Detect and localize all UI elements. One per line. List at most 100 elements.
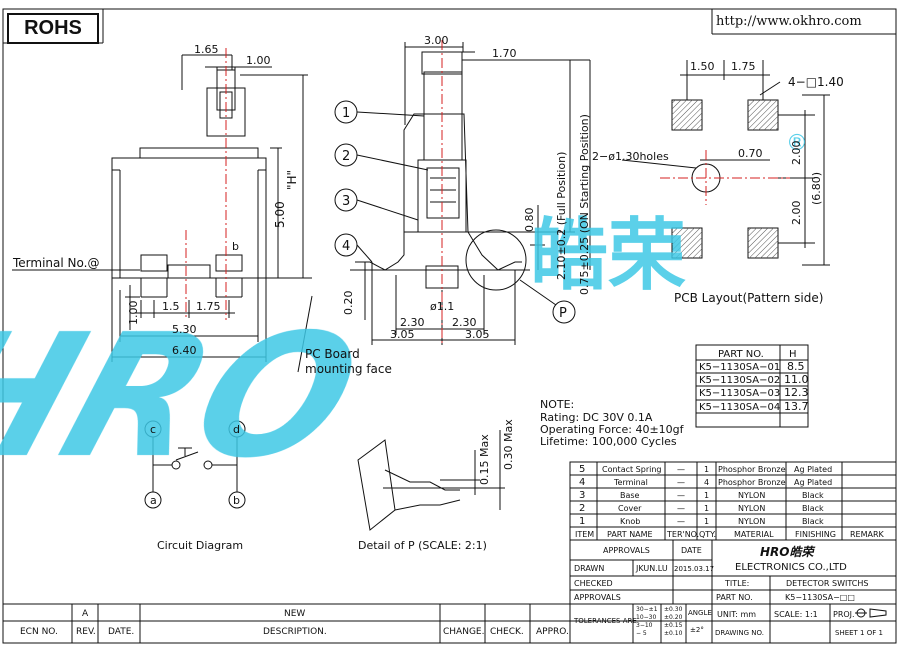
h-table-head-h: H [789, 349, 797, 360]
dim-0-20: 0.20 [342, 291, 355, 316]
pcb-dim-1-50: 1.50 [690, 60, 715, 73]
bom-qty-5: 1 [704, 465, 709, 474]
terminal-b: b [232, 240, 239, 253]
detail-d2: 0.30 Max [502, 419, 515, 470]
pcb-dim-1-75: 1.75 [731, 60, 756, 73]
h-row-2-part: K5−1130SA−02 [699, 375, 780, 386]
detail-p-text: P [559, 306, 567, 321]
side-view [334, 42, 591, 345]
bom-grid [569, 461, 897, 644]
revision-grid [3, 603, 570, 643]
note-rating: Rating: DC 30V 0.1A [540, 411, 653, 424]
tb-tol-v2: ±0.20 [664, 614, 683, 621]
bom-ter-2: — [677, 504, 685, 513]
pcb-dim-2-00-b: 2.00 [790, 201, 803, 226]
bom-h-mat: MATERIAL [734, 530, 774, 539]
h-table-head-part: PART NO. [718, 349, 764, 360]
drawing-frame [2, 8, 897, 644]
rev-a: A [82, 609, 89, 619]
tb-tol-r1: 30−±1 [636, 606, 658, 613]
bom-ter-1: — [677, 517, 685, 526]
balloon-4-text: 4 [342, 239, 350, 254]
bom-ter-3: — [677, 491, 685, 500]
tb-partno: K5−1130SA−□□ [785, 593, 855, 602]
bom-fin-4: Ag Plated [794, 478, 832, 487]
bom-qty-4: 4 [704, 478, 709, 487]
bom-item-5: 5 [579, 464, 585, 475]
tb-drawn: DRAWN [574, 564, 604, 573]
bom-item-1: 1 [579, 516, 585, 527]
circuit-c: c [150, 423, 156, 436]
dim-hole: ø1.1 [430, 300, 454, 313]
tb-title: DETECTOR SWITCHS [786, 579, 868, 588]
tb-tol-v3: ±0.15 [664, 622, 683, 629]
bom-mat-5: Phosphor Bronze [718, 465, 786, 474]
tb-scale: SCALE: 1:1 [774, 610, 818, 619]
tb-tol-r3: 3−10 [636, 622, 653, 629]
tb-approvals: APPROVALS [603, 546, 650, 555]
pcb-board-label: PC Board [305, 347, 360, 361]
tb-company: ELECTRONICS CO.,LTD [735, 562, 847, 573]
hro-watermark: HRO 皓荣 ® [0, 131, 808, 496]
rev-h-change: CHANGE. [443, 627, 484, 637]
dim-2-30-b: 2.30 [452, 316, 477, 329]
pcb-caption: PCB Layout(Pattern side) [674, 291, 823, 305]
dim-full-pos: 2.10±0.2 (Full Position) [555, 152, 568, 280]
bom-fin-5: Ag Plated [794, 465, 832, 474]
detail-balloon [552, 300, 576, 324]
rev-h-desc: DESCRIPTION. [263, 627, 327, 637]
balloon-1-text: 1 [342, 106, 350, 121]
dim-1-00: 1.00 [246, 54, 271, 67]
dim-1-75: 1.75 [196, 300, 221, 313]
h-row-1-part: K5−1130SA−01 [699, 362, 780, 373]
h-row-2-h: 11.0 [784, 373, 809, 386]
watermark-registered: ® [786, 131, 808, 156]
bom-qty-2: 1 [704, 504, 709, 513]
bom-name-2: Cover [618, 504, 642, 513]
bom-ter-5: — [677, 465, 685, 474]
dim-3-00: 3.00 [424, 34, 449, 47]
bom-fin-1: Black [802, 517, 824, 526]
bom-mat-1: NYLON [738, 517, 765, 526]
bom-item-3: 3 [579, 490, 585, 501]
detail-d1: 0.15 Max [478, 434, 491, 485]
bom-item-4: 4 [579, 477, 585, 488]
rev-h-rev: REV. [76, 627, 96, 637]
watermark-cjk: 皓荣 [530, 211, 686, 301]
pcb-holes: 2−ø1.30holes [592, 150, 669, 163]
tb-angle: ANGLE [688, 609, 712, 617]
bom-h-ter: TER'NO. [666, 530, 699, 539]
tb-checked: CHECKED [574, 579, 613, 588]
tb-drawn-by: JKUN.LU [635, 564, 668, 573]
tb-unit: UNIT: mm [717, 610, 756, 619]
tb-drawing-no: DRAWING NO. [715, 629, 764, 637]
dim-on-pos: 0.75±0.25 (ON Starting Position) [578, 114, 591, 295]
rev-h-appro: APPRO. [536, 627, 569, 637]
bom-name-5: Contact Spring [602, 465, 661, 474]
circuit-caption: Circuit Diagram [157, 539, 243, 552]
pcb-dim-2-00-a: 2.00 [790, 141, 803, 166]
tb-drawn-date: 2015.03.17 [674, 565, 714, 573]
dim-6-40: 6.40 [172, 344, 197, 357]
pcb-mounting-label: mounting face [305, 362, 392, 376]
balloon-2-text: 2 [342, 149, 350, 164]
tb-partno-label: PART NO. [716, 593, 753, 602]
detail-caption: Detail of P (SCALE: 2:1) [358, 539, 487, 552]
note-force: Operating Force: 40±10gf [540, 423, 685, 436]
front-centerline [185, 48, 227, 320]
dim-5-00: 5.00 [273, 201, 287, 228]
note-life: Lifetime: 100,000 Cycles [540, 435, 677, 448]
bom-fin-3: Black [802, 491, 824, 500]
dim-3-05-a: 3.05 [390, 328, 415, 341]
tb-logo: HRO皓荣 [760, 545, 815, 559]
bom-item-2: 2 [579, 503, 585, 514]
tb-date: DATE [681, 546, 702, 555]
bom-h-remark: REMARK [850, 530, 885, 539]
tb-angle-val: ±2° [690, 626, 704, 634]
h-table-grid [695, 344, 809, 428]
bom-h-fin: FINISHING [795, 530, 836, 539]
dim-1-70: 1.70 [492, 47, 517, 60]
circuit-b: b [233, 494, 240, 507]
circuit-a: a [150, 494, 157, 507]
tb-tol-v1: ±0.30 [664, 606, 683, 613]
